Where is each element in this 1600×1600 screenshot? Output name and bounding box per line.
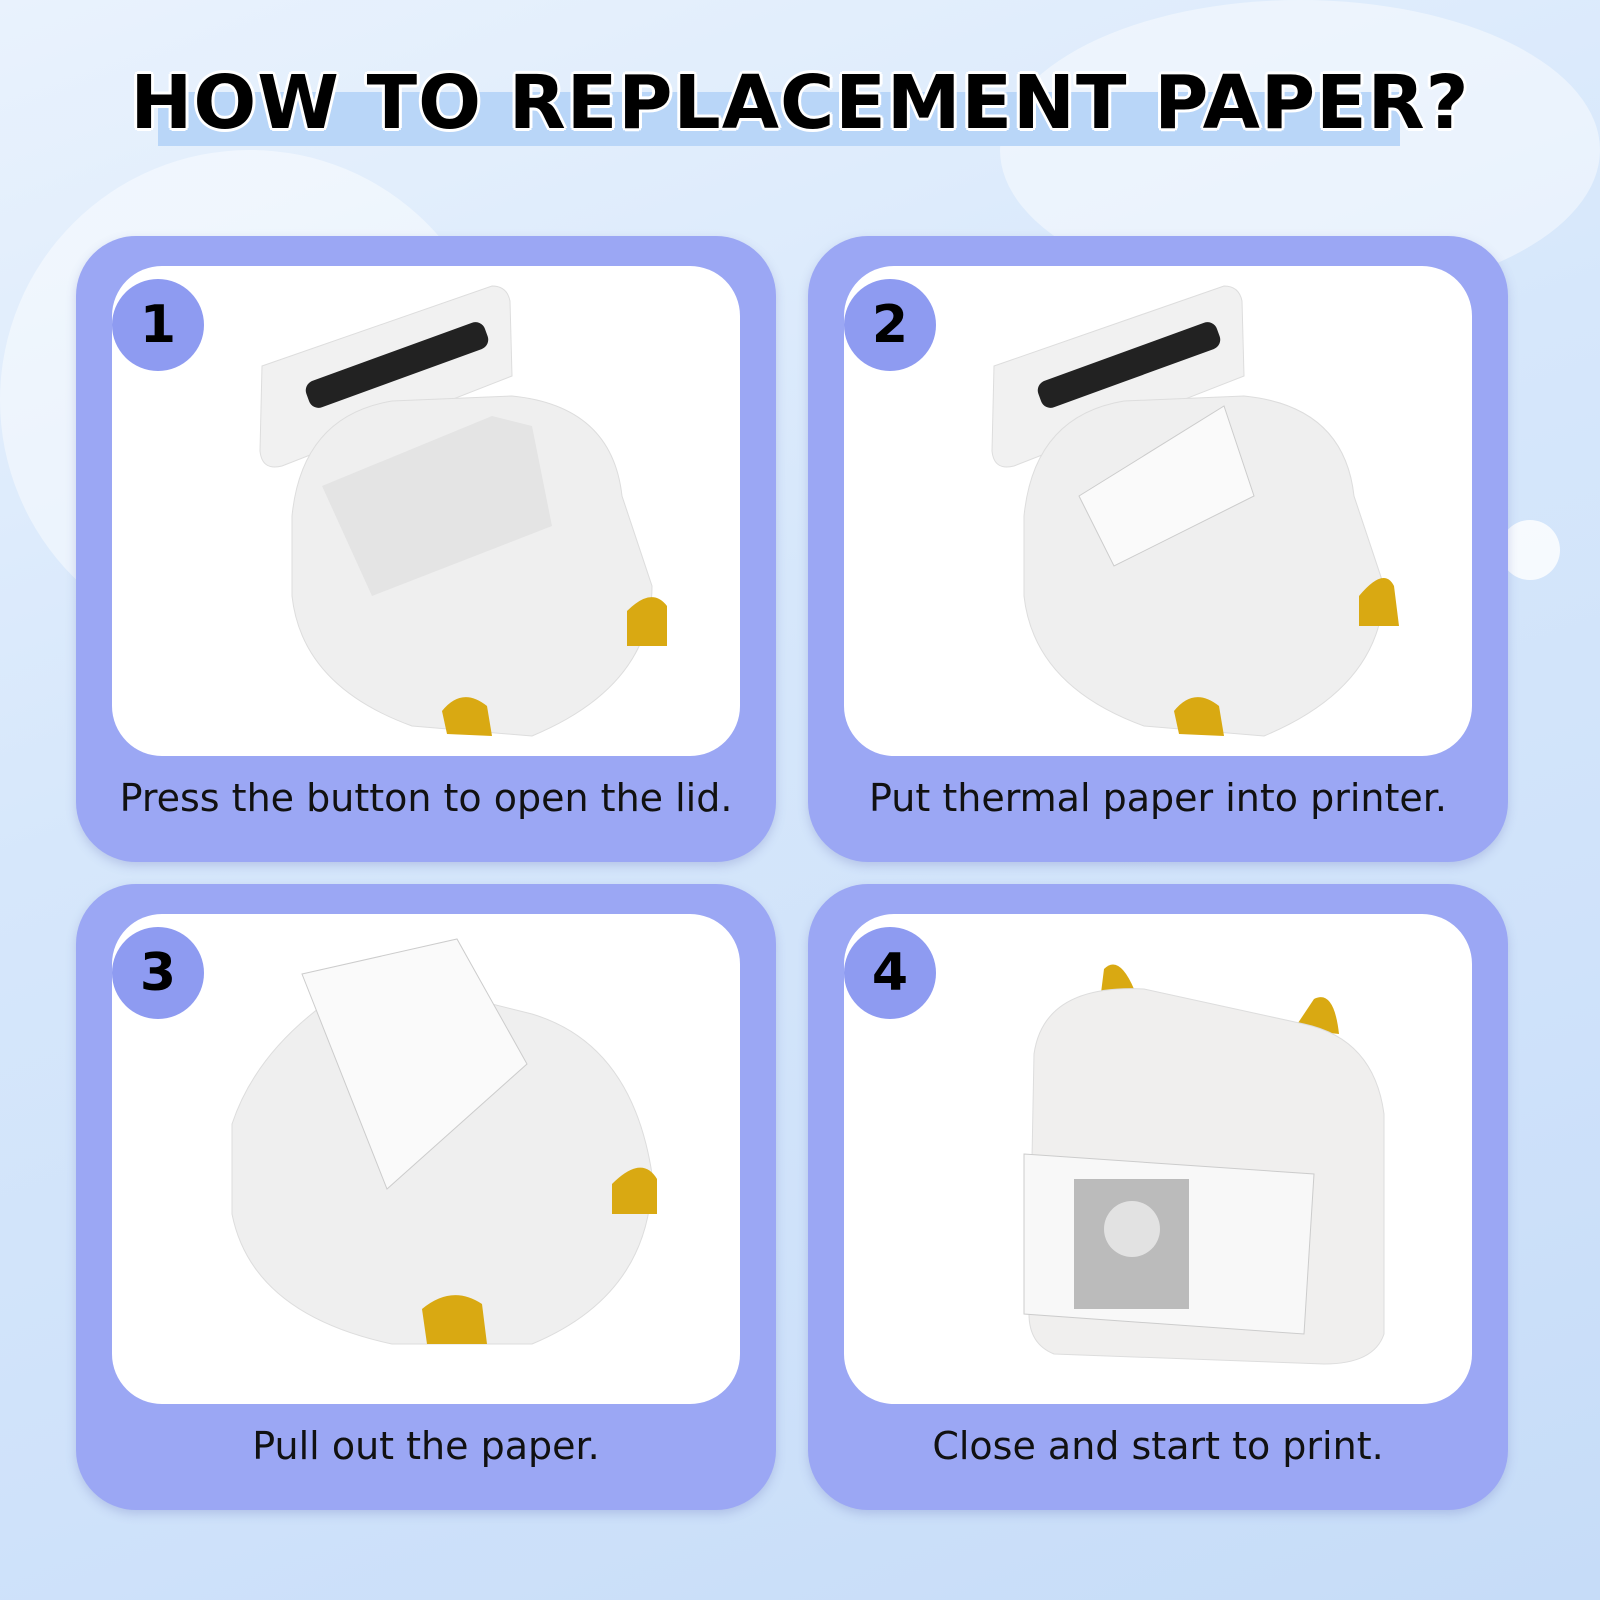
step-card-4: 4 Close and start to print.: [808, 884, 1508, 1510]
step-number-badge: 2: [844, 279, 936, 371]
title-highlight: [158, 92, 1400, 146]
printer-open-lid-image: [259, 285, 667, 737]
step-image-panel: [844, 266, 1472, 756]
step-number-badge: 4: [844, 927, 936, 1019]
step-card-1: 1 Press the button to open the lid.: [76, 236, 776, 862]
step-number-badge: 3: [112, 927, 204, 1019]
page-title: HOW TO REPLACEMENT PAPER?: [130, 60, 1470, 146]
step-number-badge: 1: [112, 279, 204, 371]
step-caption: Close and start to print.: [932, 1424, 1384, 1468]
step-card-2: 2 Put thermal paper into printer.: [808, 236, 1508, 862]
step-image-panel: [112, 266, 740, 756]
step-image-panel: [844, 914, 1472, 1404]
printer-printing-image: [1023, 964, 1385, 1365]
background-blob: [1500, 520, 1560, 580]
step-caption: Pull out the paper.: [252, 1424, 600, 1468]
step-caption: Press the button to open the lid.: [119, 776, 733, 820]
step-card-3: 3 Pull out the paper.: [76, 884, 776, 1510]
step-caption: Put thermal paper into printer.: [869, 776, 1447, 820]
printer-pull-paper-image: [231, 938, 657, 1345]
step-image-panel: [112, 914, 740, 1404]
printer-insert-paper-image: [991, 285, 1399, 737]
